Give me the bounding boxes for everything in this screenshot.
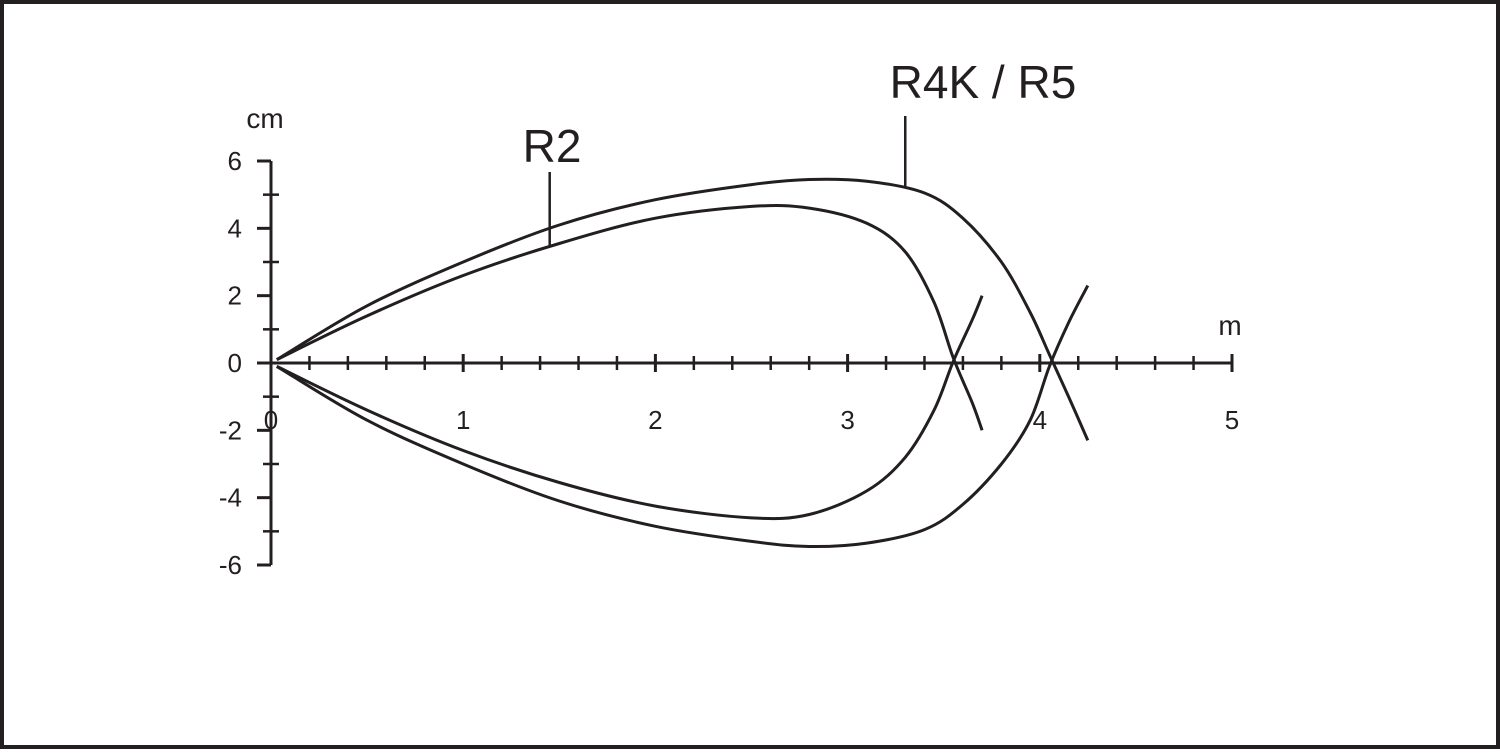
- axes: [257, 159, 1234, 567]
- y-tick-label: 2: [228, 281, 242, 311]
- y-tick-label: -6: [219, 550, 242, 580]
- x-tick-label: 1: [456, 405, 470, 435]
- y-tick-label: -4: [219, 483, 242, 513]
- x-axis-unit-label: m: [1218, 310, 1241, 341]
- y-tick-label: 0: [228, 348, 242, 378]
- y-tick-label: 6: [228, 146, 242, 176]
- x-tick-label: 4: [1033, 405, 1047, 435]
- annotation-label-1: R2: [523, 120, 582, 172]
- series-2-lower-branch: [276, 284, 1090, 549]
- series-1-lower-branch: [276, 295, 984, 521]
- x-tick-label: 2: [648, 405, 662, 435]
- annotation-label-2: R4K / R5: [890, 56, 1077, 108]
- x-tick-label: 0: [264, 405, 278, 435]
- y-tick-label: -2: [219, 415, 242, 445]
- series-lines: [276, 177, 1090, 549]
- y-axis-unit-label: cm: [246, 103, 283, 134]
- labels: 0 1 2 3 4 5 6 4 2 0 -2 -4 -6 cm m R2 R4K / R5: [219, 56, 1242, 580]
- x-tick-label: 3: [840, 405, 854, 435]
- chart-svg: 0 1 2 3 4 5 6 4 2 0 -2 -4 -6 cm m R2 R4K / R5: [219, 56, 1242, 580]
- series-1-upper-branch: [276, 203, 984, 431]
- y-tick-label: 4: [228, 213, 242, 243]
- x-tick-label: 5: [1225, 405, 1239, 435]
- series-2-upper-branch: [276, 177, 1090, 442]
